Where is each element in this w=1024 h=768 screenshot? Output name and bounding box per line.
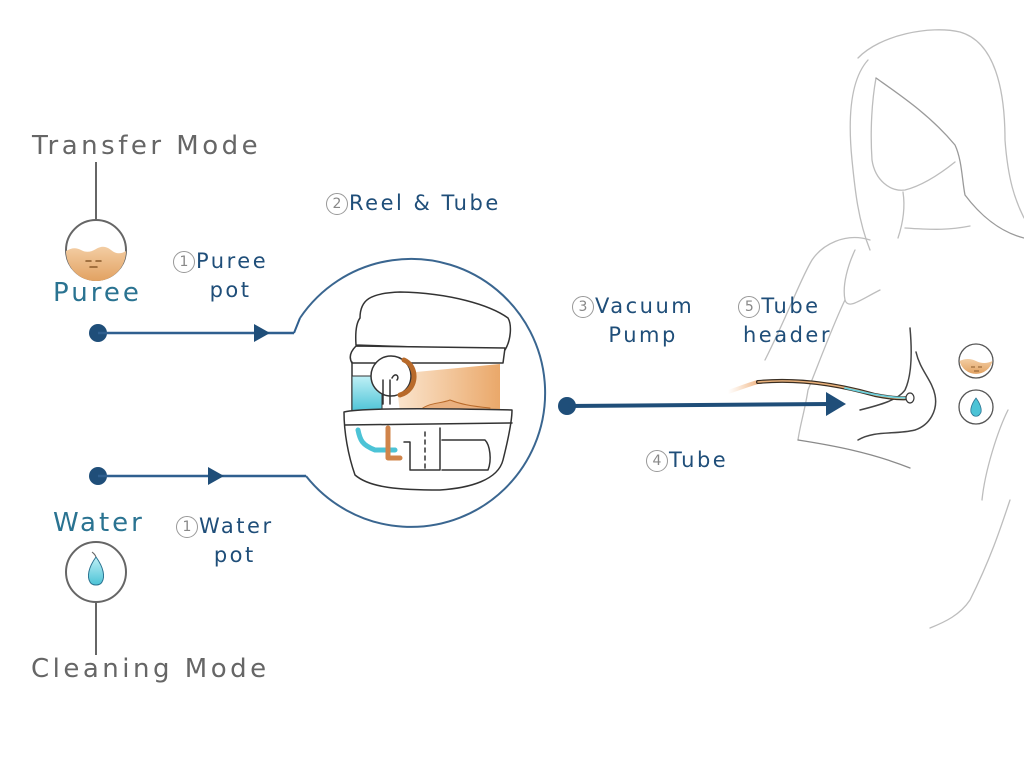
step-number-badge: 5 bbox=[738, 296, 761, 318]
step-number-badge: 4 bbox=[646, 450, 668, 472]
water-status-icon bbox=[958, 389, 994, 425]
reel-tube-circle bbox=[299, 257, 547, 528]
transfer-mode-label: Transfer Mode bbox=[32, 131, 262, 161]
feeding-tube bbox=[726, 378, 915, 404]
puree-pot-icon bbox=[65, 219, 127, 281]
puree-flow-line bbox=[89, 317, 301, 342]
water-flow-line bbox=[89, 467, 306, 485]
puree-label: Puree bbox=[53, 278, 142, 308]
step-number-badge: 2 bbox=[326, 193, 348, 215]
cleaning-mode-label: Cleaning Mode bbox=[31, 654, 270, 684]
water-pot-icon bbox=[65, 541, 127, 603]
person-sketch bbox=[764, 29, 1024, 629]
step-number-badge: 1 bbox=[176, 516, 198, 538]
step-number-badge: 3 bbox=[572, 296, 594, 318]
step-number-badge: 1 bbox=[173, 251, 195, 273]
device-illustration bbox=[343, 291, 513, 491]
tube-flow-line bbox=[558, 392, 846, 416]
water-label: Water bbox=[53, 508, 145, 538]
stomach-sketch bbox=[857, 327, 937, 441]
puree-status-icon bbox=[958, 343, 994, 379]
